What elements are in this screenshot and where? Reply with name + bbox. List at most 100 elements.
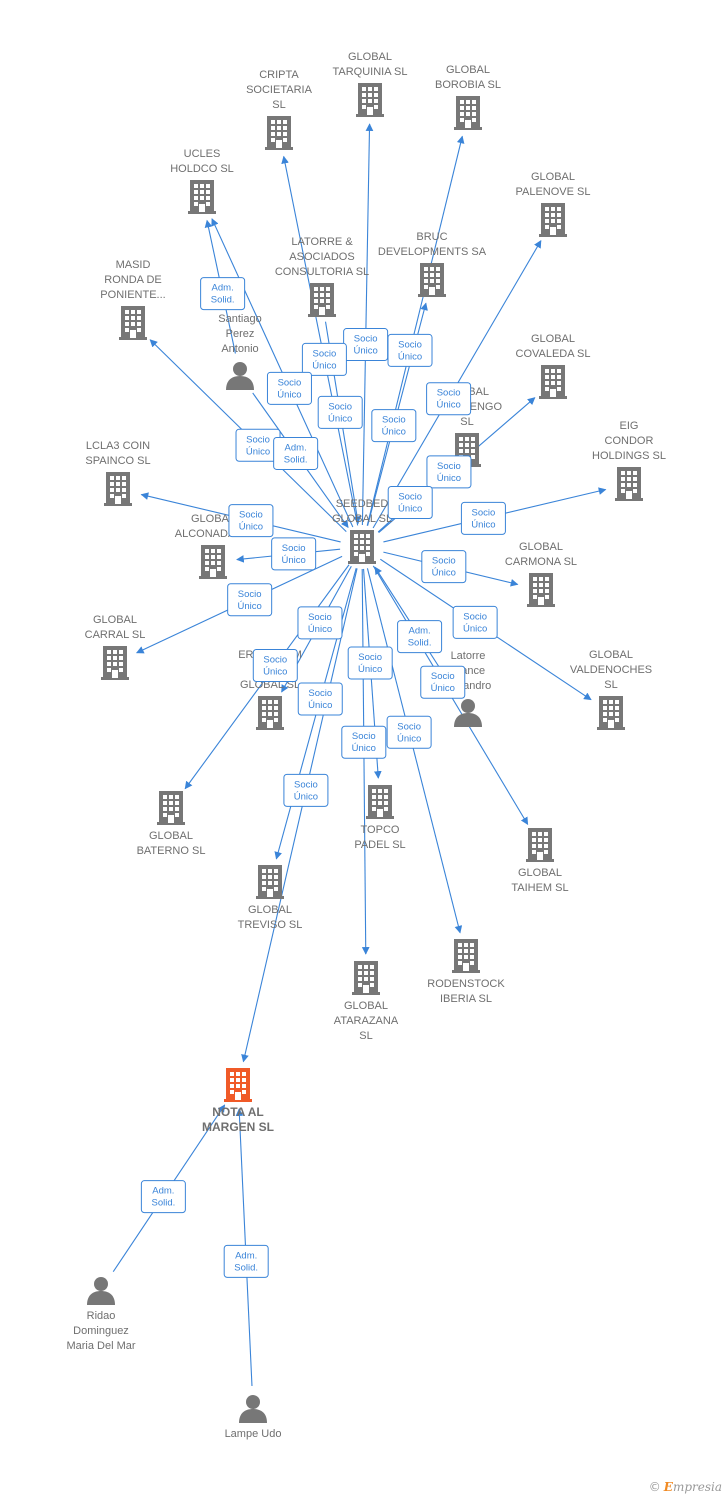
node-label: LATORRE & <box>291 236 353 248</box>
relation-tag-box <box>426 455 472 489</box>
relation-tag[interactable]: Adm.Solid. <box>140 1180 186 1214</box>
relation-tag-text: Socio <box>358 652 382 663</box>
node-label: GLOBAL <box>518 867 562 879</box>
node-lcla3[interactable]: LCLA3 COIN SPAINCO SL <box>85 440 151 506</box>
relation-tag-text: Socio <box>294 779 318 790</box>
node-label: GLOBAL <box>531 333 575 345</box>
relation-tag-text: Único <box>308 624 332 635</box>
node-label: GLOBAL SL <box>240 679 300 691</box>
relation-tag-text: Socio <box>238 589 262 600</box>
person-icon <box>239 1395 267 1423</box>
node-label: CARRAL SL <box>85 629 146 641</box>
relation-tag-box <box>297 606 343 640</box>
node-label: MASID <box>116 259 151 271</box>
node-baterno[interactable]: GLOBAL BATERNO SL <box>137 791 206 857</box>
copyright-symbol: © <box>648 1480 661 1494</box>
relation-tag-box <box>317 395 363 429</box>
node-label: GLOBAL <box>248 904 292 916</box>
relation-tag-box <box>200 277 246 311</box>
relation-tag-box <box>421 550 467 584</box>
node-label: ASOCIADOS <box>289 251 354 263</box>
empresia-brand[interactable]: ©Empresia <box>649 1480 722 1494</box>
node-label: NOTA AL <box>212 1105 264 1119</box>
relation-tag-box <box>301 342 347 376</box>
node-label: LCLA3 COIN <box>86 440 150 452</box>
node-label: Antonio <box>221 343 258 355</box>
relation-tag[interactable]: Adm.Solid. <box>273 436 319 470</box>
node-label: SPAINCO SL <box>85 455 150 467</box>
relation-tag-text: Único <box>358 664 382 675</box>
node-lampe[interactable]: Lampe Udo <box>225 1395 282 1440</box>
relation-tag-text: Único <box>294 791 318 802</box>
node-label: GLOBAL <box>531 171 575 183</box>
node-label: GLOBAL <box>149 830 193 842</box>
relation-tag-text: Único <box>397 733 421 744</box>
relation-tag[interactable]: Adm.Solid. <box>223 1244 269 1278</box>
relation-tag[interactable]: Adm.Solid. <box>397 620 443 654</box>
relation-tag-text: Único <box>471 519 495 530</box>
relation-tag-box <box>341 725 387 759</box>
relation-tag-text: Único <box>238 601 262 612</box>
node-label: Ridao <box>87 1310 116 1322</box>
node-label: HOLDINGS SL <box>592 450 666 462</box>
relation-tag-text: Único <box>246 446 270 457</box>
node-label: SL <box>604 679 617 691</box>
building-icon <box>352 961 380 995</box>
node-label: BATERNO SL <box>137 845 206 857</box>
building-icon <box>101 646 129 680</box>
relation-tag-text: Adm. <box>409 626 431 637</box>
relation-tag-text: Socio <box>308 688 332 699</box>
relation-tag-text: Socio <box>463 611 487 622</box>
relation-tag[interactable]: Adm.Solid. <box>200 277 246 311</box>
edge-seedbed-borobia <box>366 135 465 526</box>
relation-tag-text: Solid. <box>284 454 308 465</box>
